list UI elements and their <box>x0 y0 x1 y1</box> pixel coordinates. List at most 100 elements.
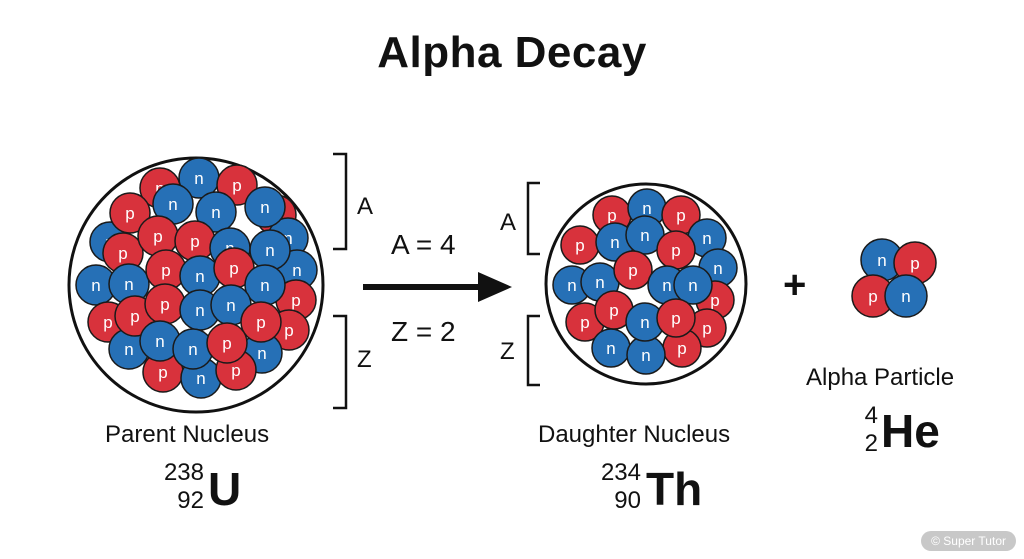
parent-symbol: U <box>208 463 242 515</box>
svg-text:p: p <box>160 295 169 314</box>
svg-text:n: n <box>641 346 650 365</box>
svg-text:n: n <box>702 229 711 248</box>
neutron: n <box>884 274 928 318</box>
svg-text:p: p <box>671 241 680 260</box>
svg-text:p: p <box>158 363 167 382</box>
proton: p <box>613 250 653 290</box>
svg-text:n: n <box>226 296 235 315</box>
svg-text:p: p <box>153 227 162 246</box>
neutron: n <box>244 186 286 228</box>
svg-text:p: p <box>190 232 199 251</box>
svg-text:p: p <box>222 334 231 353</box>
parent-nucleons: pnppnnpnnpppnnpnppnnnppnnnpnpnppnnpnnp <box>75 157 318 399</box>
svg-text:n: n <box>901 287 910 306</box>
svg-text:n: n <box>713 259 722 278</box>
parent-mass-bracket <box>333 152 348 251</box>
svg-text:n: n <box>195 301 204 320</box>
parent-mass-bracket-label: A <box>357 193 373 220</box>
decay-arrow <box>363 272 512 302</box>
daughter-mass-number: 234 <box>600 459 641 486</box>
alpha-atomic-number: 2 <box>864 430 878 457</box>
svg-text:n: n <box>188 340 197 359</box>
svg-text:n: n <box>211 203 220 222</box>
daughter-atomic-bracket-label: Z <box>500 338 515 365</box>
atomic-change-label: Z = 2 <box>391 316 456 347</box>
proton: p <box>174 220 216 262</box>
svg-text:n: n <box>124 340 133 359</box>
svg-text:p: p <box>231 361 240 380</box>
svg-text:n: n <box>642 199 651 218</box>
parent-atomic-bracket <box>333 314 348 410</box>
neutron: n <box>673 265 713 305</box>
alpha-particle-label: Alpha Particle <box>806 364 955 391</box>
proton: p <box>137 215 179 257</box>
daughter-atomic-bracket <box>526 314 540 387</box>
svg-text:n: n <box>196 369 205 388</box>
proton: p <box>656 298 696 338</box>
svg-text:p: p <box>291 291 300 310</box>
daughter-mass-bracket <box>526 181 540 256</box>
svg-text:p: p <box>628 261 637 280</box>
neutron: n <box>172 328 214 370</box>
proton: p <box>656 230 696 270</box>
svg-text:n: n <box>606 339 615 358</box>
svg-text:p: p <box>161 261 170 280</box>
proton: p <box>144 283 186 325</box>
svg-text:p: p <box>103 313 112 332</box>
proton: p <box>851 274 895 318</box>
svg-text:p: p <box>676 206 685 225</box>
neutron: n <box>249 229 291 271</box>
neutron: n <box>178 157 220 199</box>
svg-text:n: n <box>662 276 671 295</box>
proton: p <box>109 192 151 234</box>
svg-text:n: n <box>257 344 266 363</box>
daughter-mass-bracket-label: A <box>500 209 516 236</box>
proton: p <box>206 322 248 364</box>
parent-nucleus-label: Parent Nucleus <box>105 421 270 448</box>
svg-text:n: n <box>640 313 649 332</box>
svg-text:p: p <box>671 309 680 328</box>
svg-text:n: n <box>124 275 133 294</box>
svg-text:p: p <box>677 339 686 358</box>
svg-text:p: p <box>284 321 293 340</box>
svg-text:n: n <box>877 251 886 270</box>
daughter-nucleus-label: Daughter Nucleus <box>538 421 731 448</box>
svg-text:n: n <box>265 241 274 260</box>
daughter-symbol: Th <box>646 463 703 515</box>
mass-change-label: A = 4 <box>391 229 456 260</box>
svg-text:p: p <box>232 176 241 195</box>
svg-text:p: p <box>607 206 616 225</box>
svg-text:p: p <box>118 244 127 263</box>
neutron: n <box>591 328 631 368</box>
svg-text:p: p <box>868 287 877 306</box>
svg-text:n: n <box>260 276 269 295</box>
neutron: n <box>195 191 237 233</box>
proton: p <box>893 241 937 285</box>
alpha-symbol: He <box>881 405 940 457</box>
svg-text:n: n <box>567 276 576 295</box>
svg-text:n: n <box>91 276 100 295</box>
daughter-atomic-number: 90 <box>614 487 641 514</box>
proton: p <box>560 225 600 265</box>
svg-text:n: n <box>688 276 697 295</box>
parent-mass-number: 238 <box>163 459 204 486</box>
svg-text:n: n <box>195 267 204 286</box>
svg-text:p: p <box>910 254 919 273</box>
svg-text:p: p <box>256 313 265 332</box>
alpha-mass-number: 4 <box>864 402 878 429</box>
svg-text:n: n <box>283 229 292 248</box>
svg-text:p: p <box>130 307 139 326</box>
neutron: n <box>244 264 286 306</box>
svg-text:p: p <box>702 319 711 338</box>
svg-text:p: p <box>125 204 134 223</box>
svg-text:n: n <box>595 273 604 292</box>
svg-text:n: n <box>292 261 301 280</box>
svg-text:p: p <box>580 313 589 332</box>
svg-text:n: n <box>640 226 649 245</box>
svg-text:n: n <box>194 169 203 188</box>
parent-atomic-bracket-label: Z <box>357 346 372 373</box>
proton: p <box>240 301 282 343</box>
